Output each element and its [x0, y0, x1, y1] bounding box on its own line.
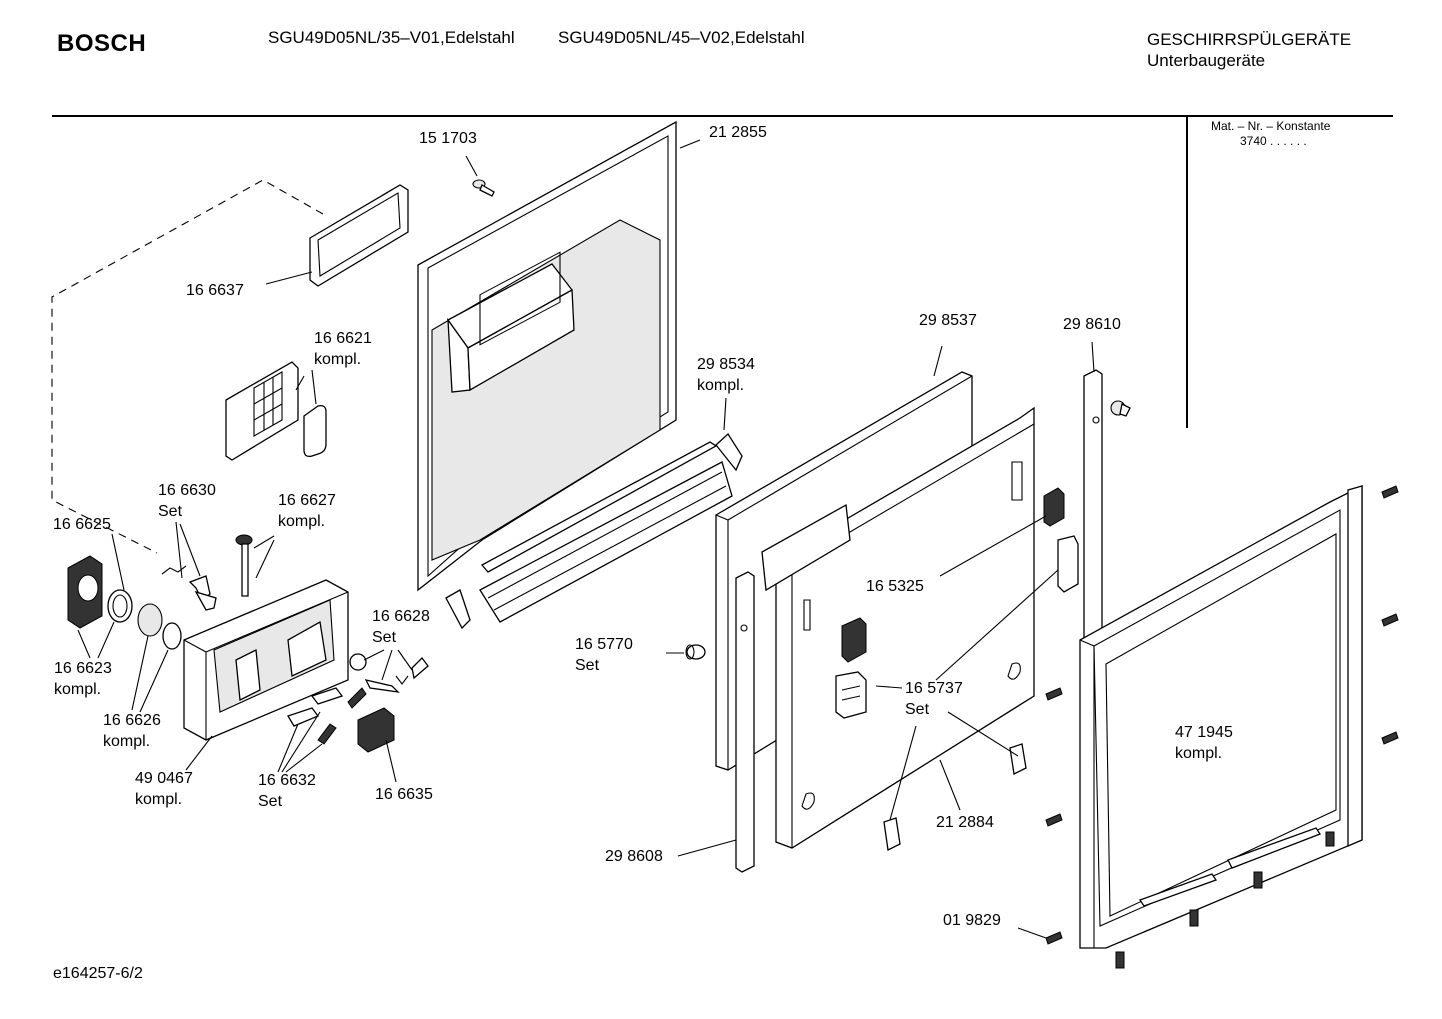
part-label-166635: 16 6635 — [375, 786, 433, 803]
side-profile-298608 — [735, 571, 755, 873]
model-title-1: SGU49D05NL/35–V01,Edelstahl — [268, 28, 515, 47]
subcategory-title: Unterbaugeräte — [1147, 51, 1266, 70]
part-label-151703: 15 1703 — [419, 130, 477, 147]
switch-166635 — [357, 707, 395, 753]
rings-166623 — [107, 589, 133, 623]
screws-019829 — [1045, 485, 1399, 969]
control-unit-490467 — [183, 579, 349, 741]
part-label-165325: 16 5325 — [866, 578, 924, 595]
door-clip — [445, 589, 471, 630]
mat-nr-value: 3740 . . . . . . — [1240, 134, 1307, 148]
mat-nr-label: Mat. – Nr. – Konstante — [1211, 119, 1331, 133]
inner-door-panel — [417, 120, 677, 592]
cap-298610 — [1110, 400, 1131, 417]
brand-logo: BOSCH — [57, 30, 147, 57]
part-label-166637: 16 6637 — [186, 282, 244, 299]
model-title-2: SGU49D05NL/45–V02,Edelstahl — [558, 28, 805, 47]
part-label-298608: 29 8608 — [605, 848, 663, 865]
screw-151703 — [472, 179, 495, 197]
part-label-212884: 21 2884 — [936, 814, 994, 831]
lever-166630 — [188, 575, 217, 611]
spring-small — [161, 565, 187, 575]
part-label-298537: 29 8537 — [919, 312, 977, 329]
part-label-212855: 21 2855 — [709, 124, 767, 141]
cap-165770 — [685, 644, 706, 660]
part-label-166625: 16 6625 — [53, 516, 111, 533]
hinge-bracket-165325 — [841, 487, 1079, 663]
dispenser-cover-166625 — [67, 555, 103, 629]
set-166628 — [349, 653, 429, 693]
side-profile-298610 — [1083, 369, 1103, 647]
seal-frame-166637 — [309, 184, 409, 287]
category-title: GESCHIRRSPÜLGERÄTE — [1147, 30, 1352, 49]
pin-166627 — [235, 534, 253, 597]
dashed-assembly-line — [51, 179, 324, 554]
part-label-298610: 29 8610 — [1063, 316, 1121, 333]
rings-166626 — [137, 603, 182, 650]
glass-frame-471945 — [1079, 484, 1363, 949]
hinge-298534 — [715, 432, 743, 472]
decor-panel-212884 — [761, 406, 1035, 849]
leader-lines — [77, 139, 1095, 939]
bottom-profile-strip — [479, 441, 733, 623]
bracket-166621 — [225, 361, 327, 461]
set-166632 — [287, 687, 367, 745]
hinge-set-165737 — [835, 671, 1027, 851]
drawing-code: e164257-6/2 — [53, 965, 143, 982]
part-label-019829: 01 9829 — [943, 912, 1001, 929]
